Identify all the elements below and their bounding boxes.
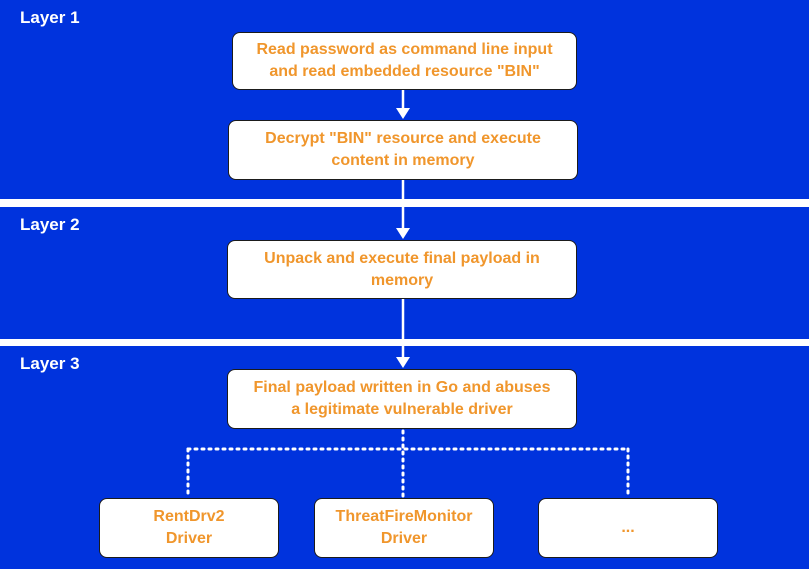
- layer-1-label: Layer 1: [20, 8, 80, 27]
- driver-more-box: ...: [538, 498, 718, 558]
- driver-rentdrv2-box: RentDrv2 Driver: [99, 498, 279, 558]
- step-final-payload-box: Final payload written in Go and abuses a…: [227, 369, 577, 429]
- layer-3-label: Layer 3: [20, 354, 80, 373]
- driver-threatfiremonitor-box: ThreatFireMonitor Driver: [314, 498, 494, 558]
- step-read-password-box: Read password as command line input and …: [232, 32, 577, 90]
- step-decrypt-bin-box: Decrypt "BIN" resource and execute conte…: [228, 120, 578, 180]
- layer-2-label: Layer 2: [20, 215, 80, 234]
- step-unpack-execute-box: Unpack and execute final payload in memo…: [227, 240, 577, 299]
